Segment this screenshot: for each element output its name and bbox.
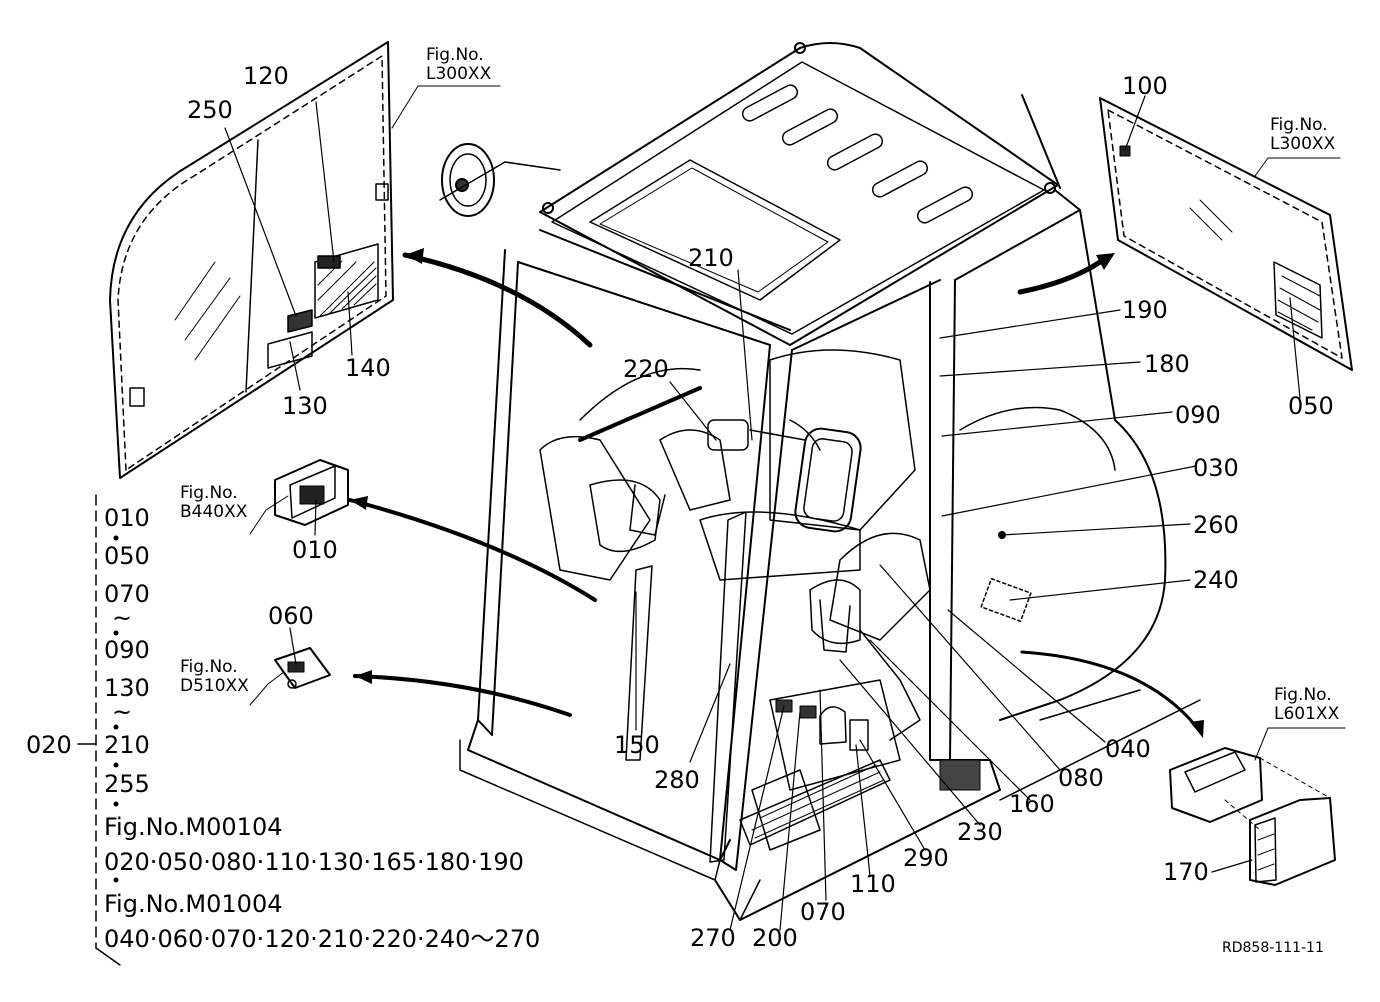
fig-ref-label: Fig.No. xyxy=(1270,115,1328,135)
fig-ref-label: Fig.No. xyxy=(1274,685,1332,705)
callout-260: 260 xyxy=(1193,511,1239,539)
assembly-fig1-title[interactable]: Fig.No.M00104 xyxy=(104,813,283,841)
callout-010: 010 xyxy=(292,536,338,564)
callout-210: 210 xyxy=(688,244,734,272)
fig-ref-switch[interactable]: Fig.No. B440XX xyxy=(180,484,247,521)
left-mirror xyxy=(439,143,561,217)
callout-030: 030 xyxy=(1193,454,1239,482)
explode-arrows xyxy=(348,248,1204,738)
assembly-parent-number: 020 xyxy=(26,731,72,759)
hatch-050 xyxy=(1277,275,1321,331)
fig-ref-label: Fig.No. xyxy=(180,657,238,677)
assembly-fig1-items: 020·050·080·110·130·165·180·190 xyxy=(104,848,524,876)
callout-180: 180 xyxy=(1144,350,1190,378)
box-part xyxy=(1169,747,1336,886)
fig-ref-number: B440XX xyxy=(180,501,248,522)
callout-150: 150 xyxy=(614,731,660,759)
assembly-item: 130 xyxy=(104,674,150,702)
assembly-fig2-title[interactable]: Fig.No.M01004 xyxy=(104,890,283,918)
callout-220: 220 xyxy=(623,355,669,383)
callout-270: 270 xyxy=(690,924,736,952)
callout-190: 190 xyxy=(1122,296,1168,324)
callout-280: 280 xyxy=(654,766,700,794)
assembly-dots xyxy=(113,535,119,883)
assembly-item: 050 xyxy=(104,542,150,570)
fig-ref-box[interactable]: Fig.No. L601XX xyxy=(1274,686,1339,723)
callout-250: 250 xyxy=(187,96,233,124)
assembly-item: 070 xyxy=(104,580,150,608)
left-window-panel xyxy=(109,41,394,479)
fig-ref-number: L300XX xyxy=(1270,133,1336,154)
gas-strut xyxy=(625,511,747,863)
assembly-range-mark: ~ xyxy=(112,604,133,632)
cab-frame xyxy=(459,189,1116,921)
operator-seat xyxy=(699,349,916,581)
callout-120: 120 xyxy=(243,62,289,90)
callout-080: 080 xyxy=(1058,764,1104,792)
fig-ref-label: Fig.No. xyxy=(180,483,238,503)
fig-ref-right-window[interactable]: Fig.No. L300XX xyxy=(1270,116,1335,153)
callout-060: 060 xyxy=(268,602,314,630)
callout-090: 090 xyxy=(1175,401,1221,429)
callout-140: 140 xyxy=(345,354,391,382)
fig-ref-number: L300XX xyxy=(426,63,492,84)
callout-leaders xyxy=(224,95,1301,931)
callout-040: 040 xyxy=(1105,735,1151,763)
switch-box-part xyxy=(274,459,349,526)
cab-rear-shell xyxy=(959,406,1201,801)
assembly-fig2-items: 040·060·070·120·210·220·240～270 xyxy=(104,925,541,953)
fig-ref-label: Fig.No. xyxy=(426,45,484,65)
assembly-range-mark: ~ xyxy=(112,698,133,726)
assembly-item: 255 xyxy=(104,770,150,798)
fig-ref-number: D510XX xyxy=(180,675,249,696)
callout-130: 130 xyxy=(282,392,328,420)
right-console xyxy=(789,419,931,741)
callout-290: 290 xyxy=(903,844,949,872)
callout-170: 170 xyxy=(1163,858,1209,886)
assembly-item: 090 xyxy=(104,636,150,664)
fig-ref-left-window[interactable]: Fig.No. L300XX xyxy=(426,46,491,83)
callout-110: 110 xyxy=(850,870,896,898)
callout-230: 230 xyxy=(957,818,1003,846)
left-console xyxy=(539,367,749,581)
callout-240: 240 xyxy=(1193,566,1239,594)
fig-ref-leaders xyxy=(249,85,1346,761)
drawing-reference: RD858-111-11 xyxy=(1222,940,1324,956)
plate-part xyxy=(274,647,331,689)
callout-050: 050 xyxy=(1288,392,1334,420)
callout-160: 160 xyxy=(1009,790,1055,818)
callout-100: 100 xyxy=(1122,72,1168,100)
right-window-panel xyxy=(1099,97,1353,371)
assembly-bracket xyxy=(77,494,121,966)
fig-ref-plate[interactable]: Fig.No. D510XX xyxy=(180,658,249,695)
fig-ref-number: L601XX xyxy=(1274,703,1340,724)
callout-200: 200 xyxy=(752,924,798,952)
floor-mat xyxy=(739,679,981,851)
callout-070: 070 xyxy=(800,898,846,926)
cab-roof xyxy=(539,42,1061,346)
assembly-item: 010 xyxy=(104,504,150,532)
assembly-item: 210 xyxy=(104,731,150,759)
